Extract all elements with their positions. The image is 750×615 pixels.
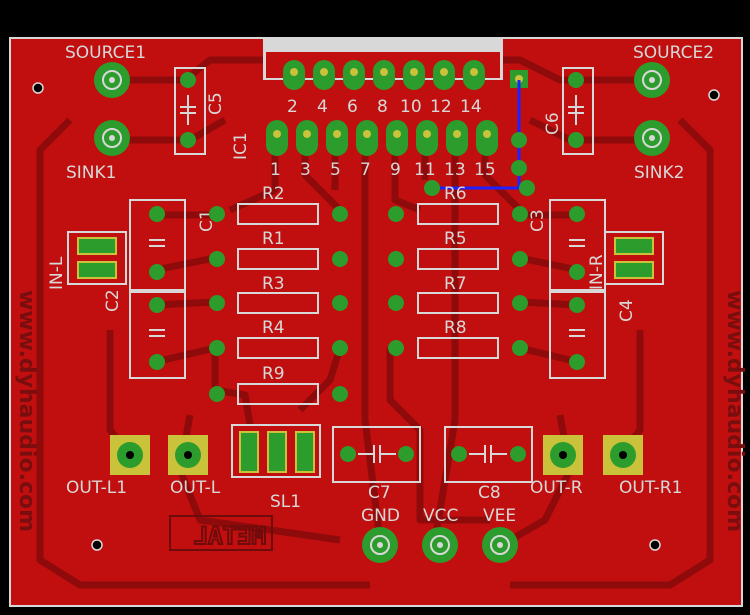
source1-label: SOURCE1 [65, 43, 146, 63]
mounting-hole [91, 539, 103, 551]
r2-label: R2 [262, 184, 285, 204]
metal-label-box [169, 515, 273, 551]
r7-label: R7 [444, 274, 467, 294]
in-r-label: IN-R [587, 254, 607, 290]
mounting-hole [32, 82, 44, 94]
in-r-connector [604, 231, 664, 285]
pin-label: 7 [360, 160, 371, 180]
side-text-left: www.dyhaudio.com [14, 290, 39, 532]
right-resistors [417, 203, 499, 359]
pin-label: 4 [317, 97, 328, 117]
ic1-label: IC1 [231, 132, 251, 160]
out-l-label: OUT-L [170, 478, 221, 498]
pin-label: 12 [430, 97, 452, 117]
pin-label: 10 [400, 97, 422, 117]
metal-label: METAL [194, 522, 266, 550]
output-pads [110, 435, 643, 475]
pin-label: 6 [347, 97, 358, 117]
in-l-connector [67, 231, 127, 285]
mounting-hole [649, 539, 661, 551]
out-l1-label: OUT-L1 [66, 478, 127, 498]
vcc-label: VCC [423, 506, 458, 526]
side-text-right: www.dyhaudio.com [722, 290, 747, 532]
pin-label: 5 [330, 160, 341, 180]
c7-label: C7 [368, 483, 391, 503]
sink2-label: SINK2 [634, 163, 685, 183]
c5-label: C5 [206, 92, 226, 115]
power-pads [362, 527, 518, 563]
r4-label: R4 [262, 318, 285, 338]
left-resistors [237, 203, 319, 405]
sl1-label: SL1 [270, 492, 301, 512]
r6-label: R6 [444, 184, 467, 204]
c5-footprint [174, 67, 206, 155]
c2-label: C2 [103, 289, 123, 312]
r1-label: R1 [262, 229, 285, 249]
c3-label: C3 [528, 209, 548, 232]
c7-footprint [332, 426, 421, 483]
c8-label: C8 [478, 483, 501, 503]
out-r1-label: OUT-R1 [619, 478, 682, 498]
pin-label: 8 [377, 97, 388, 117]
pin-label: 14 [460, 97, 482, 117]
r3-label: R3 [262, 274, 285, 294]
pin-label: 9 [390, 160, 401, 180]
c2-footprint [129, 291, 186, 379]
source-sink-pads [94, 62, 670, 156]
sink1-label: SINK1 [66, 163, 117, 183]
c6-label: C6 [543, 112, 563, 135]
pin-label: 11 [414, 160, 436, 180]
vee-label: VEE [483, 506, 516, 526]
r5-label: R5 [444, 229, 467, 249]
mounting-hole [708, 89, 720, 101]
in-l-label: IN-L [47, 256, 67, 290]
c6-footprint [562, 67, 594, 155]
ic1-bottom-pin-labels: 1 3 5 7 9 11 13 15 [270, 160, 496, 180]
r9-label: R9 [262, 364, 285, 384]
ic1-top-pin-labels: 2 4 6 8 10 12 14 [287, 97, 482, 117]
c4-footprint [549, 291, 606, 379]
pin-label: 15 [474, 160, 496, 180]
pin-label: 2 [287, 97, 298, 117]
gnd-label: GND [361, 506, 400, 526]
pin-label: 3 [300, 160, 311, 180]
mounting-holes [32, 82, 720, 551]
c4-label: C4 [617, 299, 637, 322]
pin-label: 13 [444, 160, 466, 180]
c8-footprint [444, 426, 533, 483]
out-r-label: OUT-R [530, 478, 583, 498]
pin-label: 1 [270, 160, 281, 180]
r8-label: R8 [444, 318, 467, 338]
source2-label: SOURCE2 [633, 43, 714, 63]
c1-footprint [129, 199, 186, 291]
sl1-connector [231, 424, 321, 478]
